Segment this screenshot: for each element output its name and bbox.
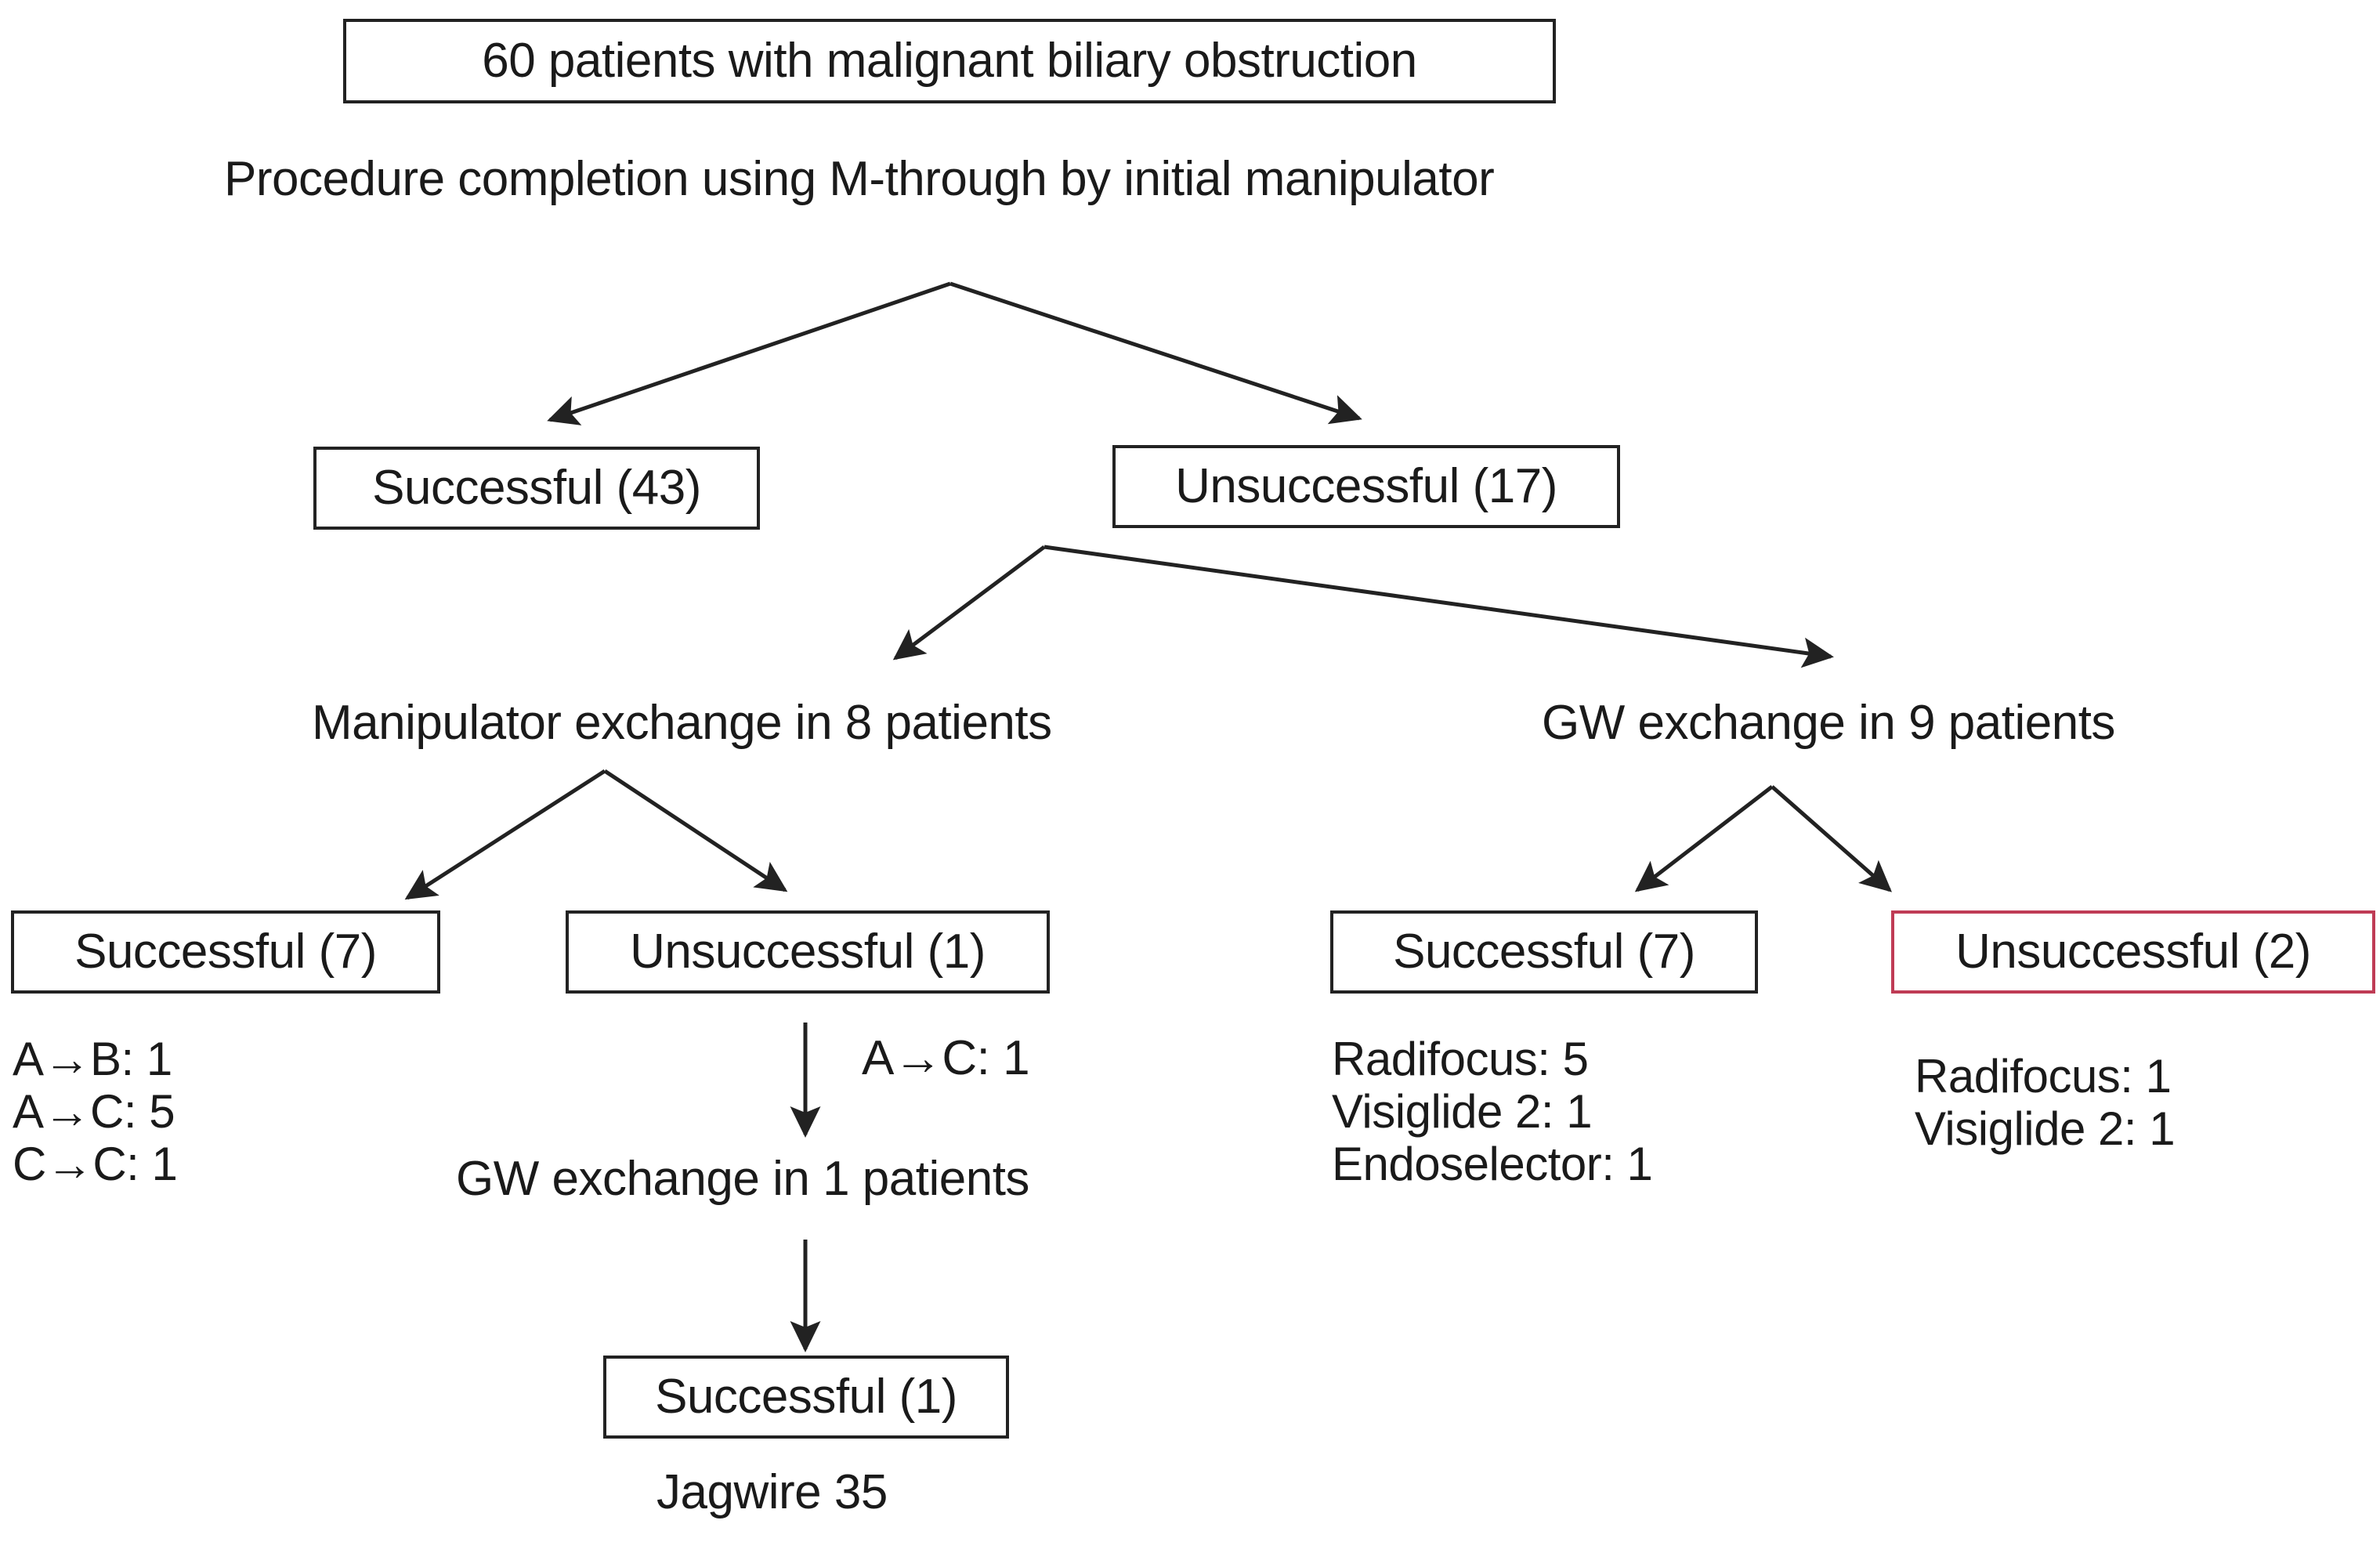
edge-gw-to-failure [1771, 785, 1893, 892]
list-item: C→C: 1 [13, 1138, 178, 1191]
node-final-success[interactable]: Successful (1) [603, 1356, 1009, 1439]
list-item: Visiglide 2: 1 [1332, 1085, 1593, 1138]
list-item: Visiglide 2: 1 [1915, 1102, 2176, 1156]
list-item: A→B: 1 [13, 1033, 172, 1085]
node-initial-failure[interactable]: Unsuccessful (17) [1112, 445, 1620, 528]
annotation-manip-failure-edge: A→C: 1 [862, 1031, 1030, 1085]
node-manipulator-branch: Manipulator exchange in 8 patients [312, 696, 1052, 750]
list-item: A→C: 5 [13, 1085, 175, 1138]
node-manip-success[interactable]: Successful (7) [11, 910, 440, 994]
node-manip-failure-label: Unsuccessful (1) [630, 925, 986, 979]
node-gw-success[interactable]: Successful (7) [1330, 910, 1758, 994]
node-initial-success-label: Successful (43) [372, 461, 701, 516]
list-item: Radifocus: 1 [1915, 1050, 2172, 1102]
node-gw-branch: GW exchange in 9 patients [1542, 696, 2115, 750]
node-gw-failure-label: Unsuccessful (2) [1955, 925, 2311, 979]
subtitle-procedure-completion: Procedure completion using M-through by … [224, 152, 1495, 206]
edge-manipulator-to-failure [603, 769, 788, 892]
node-gw-failure[interactable]: Unsuccessful (2) [1891, 910, 2375, 994]
list-manip-success-devices: A→B: 1 A→C: 5 C→C: 1 [13, 1033, 178, 1191]
edge-root-to-initial-failure [949, 281, 1362, 425]
edge-failure-to-gw-branch [1044, 545, 1834, 668]
edge-failure-to-manipulator-branch [892, 545, 1046, 661]
list-item: Endoselector: 1 [1332, 1138, 1653, 1191]
node-root[interactable]: 60 patients with malignant biliary obstr… [343, 19, 1556, 103]
node-root-label: 60 patients with malignant biliary obstr… [482, 34, 1417, 89]
node-initial-failure-label: Unsuccessful (17) [1175, 459, 1557, 514]
list-item: Radifocus: 5 [1332, 1033, 1589, 1085]
edge-root-to-initial-success [547, 281, 951, 425]
node-manip-failure[interactable]: Unsuccessful (1) [566, 910, 1050, 994]
node-manip-success-label: Successful (7) [74, 925, 377, 979]
list-gw-failure-devices: Radifocus: 1 Visiglide 2: 1 [1915, 1050, 2176, 1156]
node-initial-success[interactable]: Successful (43) [313, 447, 760, 530]
node-final-success-label: Successful (1) [655, 1370, 957, 1424]
node-final-device: Jagwire 35 [656, 1465, 888, 1519]
node-gw-exchange-1: GW exchange in 1 patients [456, 1152, 1029, 1206]
edge-gw-to-success [1634, 785, 1774, 892]
edge-manipulator-to-success [404, 769, 606, 900]
node-gw-success-label: Successful (7) [1393, 925, 1695, 979]
list-gw-success-devices: Radifocus: 5 Visiglide 2: 1 Endoselector… [1332, 1033, 1653, 1191]
